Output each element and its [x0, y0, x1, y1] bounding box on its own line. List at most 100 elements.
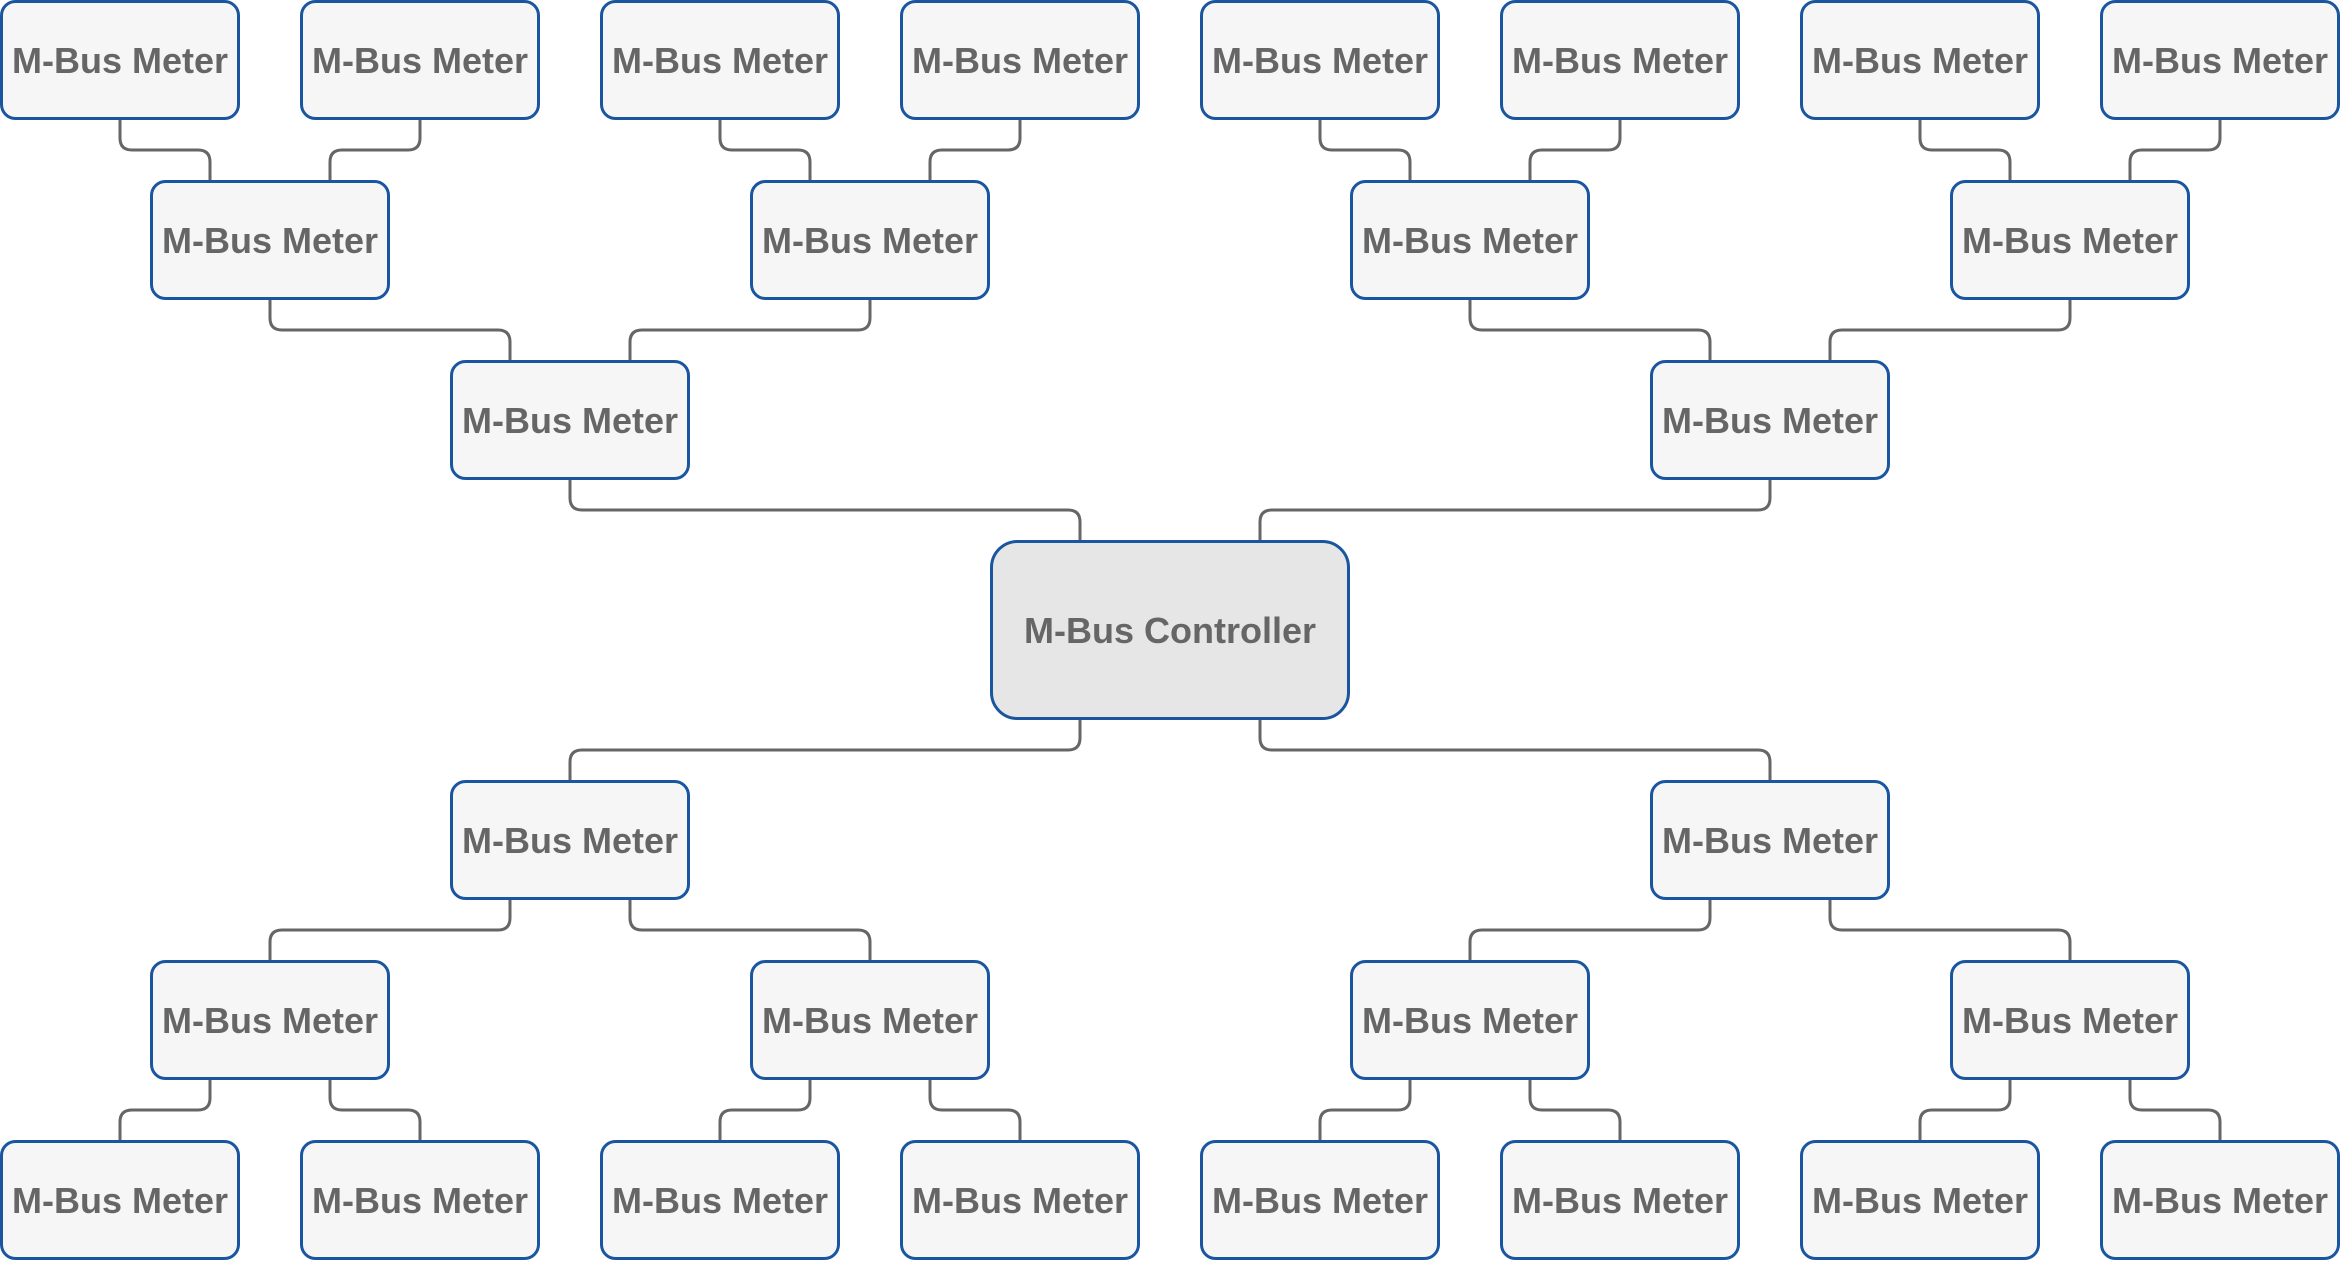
meter-label: M-Bus Meter [2112, 1180, 2328, 1221]
meter-label: M-Bus Meter [1362, 220, 1578, 261]
mbus-controller-node: M-Bus Controller [990, 540, 1350, 720]
mbus-meter-node: M-Bus Meter [900, 1140, 1140, 1260]
meter-box [300, 0, 540, 120]
connector-tl-a2-to-tl-b1 [328, 120, 422, 180]
meter-box [750, 180, 990, 300]
mbus-meter-node: M-Bus Meter [450, 360, 690, 480]
meter-box [1650, 780, 1890, 900]
connector-tr-a4-to-tr-b2 [2128, 120, 2222, 180]
meter-box [600, 1140, 840, 1260]
mbus-meter-node: M-Bus Meter [2100, 0, 2340, 120]
mbus-meter-node: M-Bus Meter [600, 1140, 840, 1260]
meter-box [450, 360, 690, 480]
meter-label: M-Bus Meter [1812, 40, 2028, 81]
meter-box [150, 180, 390, 300]
meter-label: M-Bus Meter [912, 1180, 1128, 1221]
mbus-meter-node: M-Bus Meter [150, 180, 390, 300]
meter-label: M-Bus Meter [12, 1180, 228, 1221]
meter-label: M-Bus Meter [462, 400, 678, 441]
meter-label: M-Bus Meter [1662, 820, 1878, 861]
meter-box [1950, 180, 2190, 300]
mbus-meter-node: M-Bus Meter [150, 960, 390, 1080]
meter-label: M-Bus Meter [462, 820, 678, 861]
mbus-meter-node: M-Bus Meter [1200, 0, 1440, 120]
meter-box [150, 960, 390, 1080]
mbus-meter-node: M-Bus Meter [2100, 1140, 2340, 1260]
meter-box [600, 0, 840, 120]
meter-box [2100, 0, 2340, 120]
meter-box [1500, 0, 1740, 120]
meter-box [300, 1140, 540, 1260]
meter-label: M-Bus Meter [1962, 1000, 2178, 1041]
mbus-meter-node: M-Bus Meter [600, 0, 840, 120]
meter-box [1200, 0, 1440, 120]
connector-tr-b2-to-tr-c [1828, 300, 2072, 360]
connector-br-c-to-controller [1258, 720, 1772, 780]
meter-label: M-Bus Meter [162, 220, 378, 261]
mbus-meter-node: M-Bus Meter [0, 0, 240, 120]
connector-tr-a2-to-tr-b1 [1528, 120, 1622, 180]
connector-bl-a4-to-bl-b2 [928, 1080, 1022, 1140]
connector-br-a3-to-br-b2 [1918, 1080, 2012, 1140]
connector-br-a1-to-br-b1 [1318, 1080, 1412, 1140]
meter-box [1650, 360, 1890, 480]
meter-label: M-Bus Meter [1212, 40, 1428, 81]
connector-tl-a1-to-tl-b1 [118, 120, 212, 180]
mbus-meter-node: M-Bus Meter [0, 1140, 240, 1260]
connector-bl-b1-to-bl-c [268, 900, 512, 960]
meter-label: M-Bus Meter [612, 1180, 828, 1221]
mbus-meter-node: M-Bus Meter [900, 0, 1140, 120]
meter-box [0, 1140, 240, 1260]
controller-label: M-Bus Controller [1024, 610, 1316, 651]
meter-box [750, 960, 990, 1080]
mbus-meter-node: M-Bus Meter [1200, 1140, 1440, 1260]
connector-tl-b2-to-tl-c [628, 300, 872, 360]
connector-bl-a1-to-bl-b1 [118, 1080, 212, 1140]
meter-label: M-Bus Meter [2112, 40, 2328, 81]
meter-label: M-Bus Meter [612, 40, 828, 81]
connector-br-a2-to-br-b1 [1528, 1080, 1622, 1140]
mbus-meter-node: M-Bus Meter [1800, 1140, 2040, 1260]
meter-label: M-Bus Meter [12, 40, 228, 81]
meter-label: M-Bus Meter [1512, 1180, 1728, 1221]
connector-tl-c-to-controller [568, 480, 1082, 540]
mbus-meter-node: M-Bus Meter [750, 180, 990, 300]
connector-br-a4-to-br-b2 [2128, 1080, 2222, 1140]
connector-bl-a2-to-bl-b1 [328, 1080, 422, 1140]
mbus-meter-node: M-Bus Meter [1350, 960, 1590, 1080]
meter-box [1950, 960, 2190, 1080]
connector-tr-c-to-controller [1258, 480, 1772, 540]
meter-box [2100, 1140, 2340, 1260]
connector-tr-a3-to-tr-b2 [1918, 120, 2012, 180]
meter-label: M-Bus Meter [1512, 40, 1728, 81]
connector-bl-a3-to-bl-b2 [718, 1080, 812, 1140]
meter-box [900, 1140, 1140, 1260]
meter-label: M-Bus Meter [1962, 220, 2178, 261]
meter-box [1800, 0, 2040, 120]
meter-label: M-Bus Meter [762, 1000, 978, 1041]
meter-box [0, 0, 240, 120]
mbus-meter-node: M-Bus Meter [1500, 0, 1740, 120]
meter-label: M-Bus Meter [1662, 400, 1878, 441]
meter-box [1800, 1140, 2040, 1260]
meter-box [1200, 1140, 1440, 1260]
mbus-meter-node: M-Bus Meter [300, 0, 540, 120]
mbus-meter-node: M-Bus Meter [750, 960, 990, 1080]
mbus-meter-node: M-Bus Meter [1800, 0, 2040, 120]
connector-tr-b1-to-tr-c [1468, 300, 1712, 360]
mbus-meter-node: M-Bus Meter [300, 1140, 540, 1260]
meter-label: M-Bus Meter [912, 40, 1128, 81]
meter-box [900, 0, 1140, 120]
meter-box [1350, 960, 1590, 1080]
connector-tl-a4-to-tl-b2 [928, 120, 1022, 180]
connector-tl-b1-to-tl-c [268, 300, 512, 360]
mbus-meter-node: M-Bus Meter [1650, 780, 1890, 900]
mbus-meter-node: M-Bus Meter [1500, 1140, 1740, 1260]
meter-label: M-Bus Meter [1812, 1180, 2028, 1221]
connector-br-b1-to-br-c [1468, 900, 1712, 960]
connector-tl-a3-to-tl-b2 [718, 120, 812, 180]
meter-label: M-Bus Meter [162, 1000, 378, 1041]
connector-bl-c-to-controller [568, 720, 1082, 780]
